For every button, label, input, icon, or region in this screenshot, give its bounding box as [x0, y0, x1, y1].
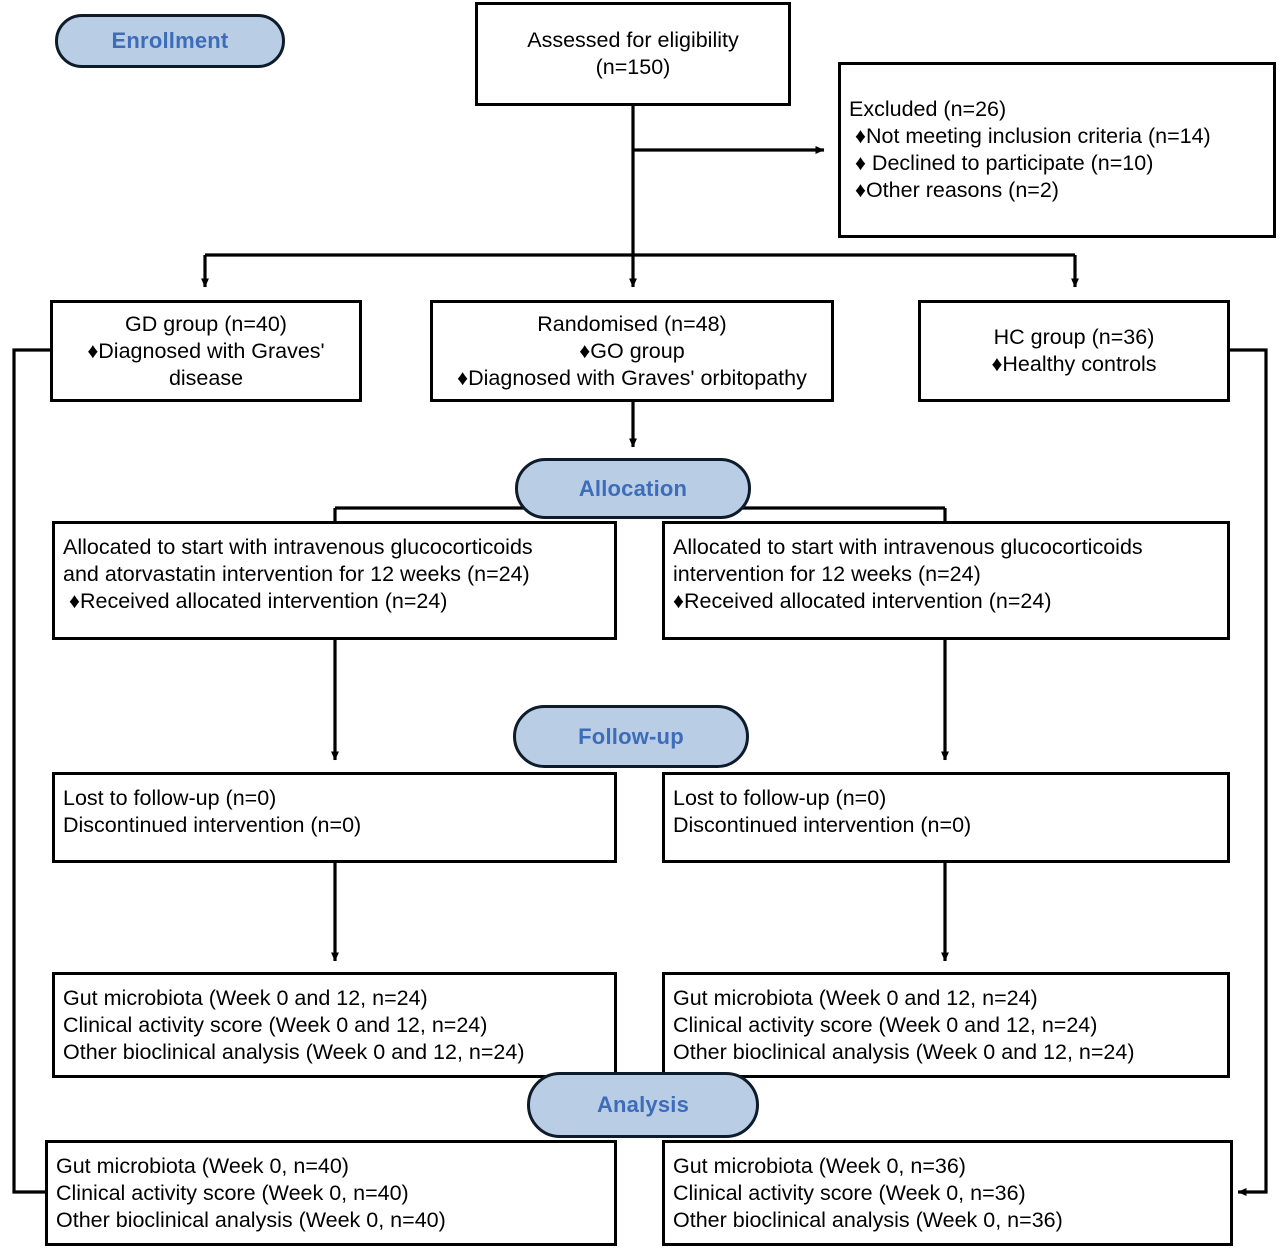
hc-group-text: HC group (n=36) ♦Healthy controls — [991, 325, 1157, 376]
node-gd-group: GD group (n=40) ♦Diagnosed with Graves' … — [50, 300, 362, 402]
node-allocation-left: Allocated to start with intravenous gluc… — [52, 521, 617, 640]
node-analysis-right-week0: Gut microbiota (Week 0, n=36) Clinical a… — [662, 1140, 1233, 1246]
stage-label-enrollment: Enrollment — [111, 28, 229, 53]
stage-label-analysis: Analysis — [596, 1092, 690, 1117]
connector-hc-to-week0-right — [1230, 348, 1268, 1196]
stage-pill-analysis: Analysis — [527, 1072, 759, 1138]
stage-pill-allocation: Allocation — [515, 458, 751, 519]
analysis-right-week0-12-text: Gut microbiota (Week 0 and 12, n=24) Cli… — [673, 986, 1135, 1064]
node-analysis-left-week0-12: Gut microbiota (Week 0 and 12, n=24) Cli… — [52, 972, 617, 1078]
node-followup-left: Lost to follow-up (n=0) Discontinued int… — [52, 772, 617, 863]
stage-pill-enrollment: Enrollment — [55, 14, 285, 68]
allocation-right-text: Allocated to start with intravenous gluc… — [673, 535, 1143, 613]
gd-group-text: GD group (n=40) ♦Diagnosed with Graves' … — [87, 311, 325, 390]
stage-label-allocation: Allocation — [578, 475, 688, 501]
analysis-left-week0-text: Gut microbiota (Week 0, n=40) Clinical a… — [56, 1154, 446, 1232]
followup-right-text: Lost to follow-up (n=0) Discontinued int… — [673, 786, 972, 837]
randomised-text: Randomised (n=48) ♦GO group ♦Diagnosed w… — [457, 311, 807, 390]
assessed-text: Assessed for eligibility (n=150) — [527, 28, 739, 79]
stage-pill-followup: Follow-up — [513, 705, 749, 768]
analysis-right-week0-text: Gut microbiota (Week 0, n=36) Clinical a… — [673, 1154, 1063, 1232]
node-followup-right: Lost to follow-up (n=0) Discontinued int… — [662, 772, 1230, 863]
node-assessed-for-eligibility: Assessed for eligibility (n=150) — [475, 2, 791, 106]
node-randomised: Randomised (n=48) ♦GO group ♦Diagnosed w… — [430, 300, 834, 402]
analysis-left-week0-12-text: Gut microbiota (Week 0 and 12, n=24) Cli… — [63, 986, 525, 1064]
excluded-text: Excluded (n=26) ♦Not meeting inclusion c… — [849, 97, 1211, 202]
node-allocation-right: Allocated to start with intravenous gluc… — [662, 521, 1230, 640]
node-excluded: Excluded (n=26) ♦Not meeting inclusion c… — [838, 62, 1276, 238]
followup-left-text: Lost to follow-up (n=0) Discontinued int… — [63, 786, 362, 837]
node-analysis-right-week0-12: Gut microbiota (Week 0 and 12, n=24) Cli… — [662, 972, 1230, 1078]
node-analysis-left-week0: Gut microbiota (Week 0, n=40) Clinical a… — [45, 1140, 617, 1246]
node-hc-group: HC group (n=36) ♦Healthy controls — [918, 300, 1230, 402]
allocation-left-text: Allocated to start with intravenous gluc… — [63, 535, 533, 613]
stage-label-followup: Follow-up — [578, 723, 684, 749]
